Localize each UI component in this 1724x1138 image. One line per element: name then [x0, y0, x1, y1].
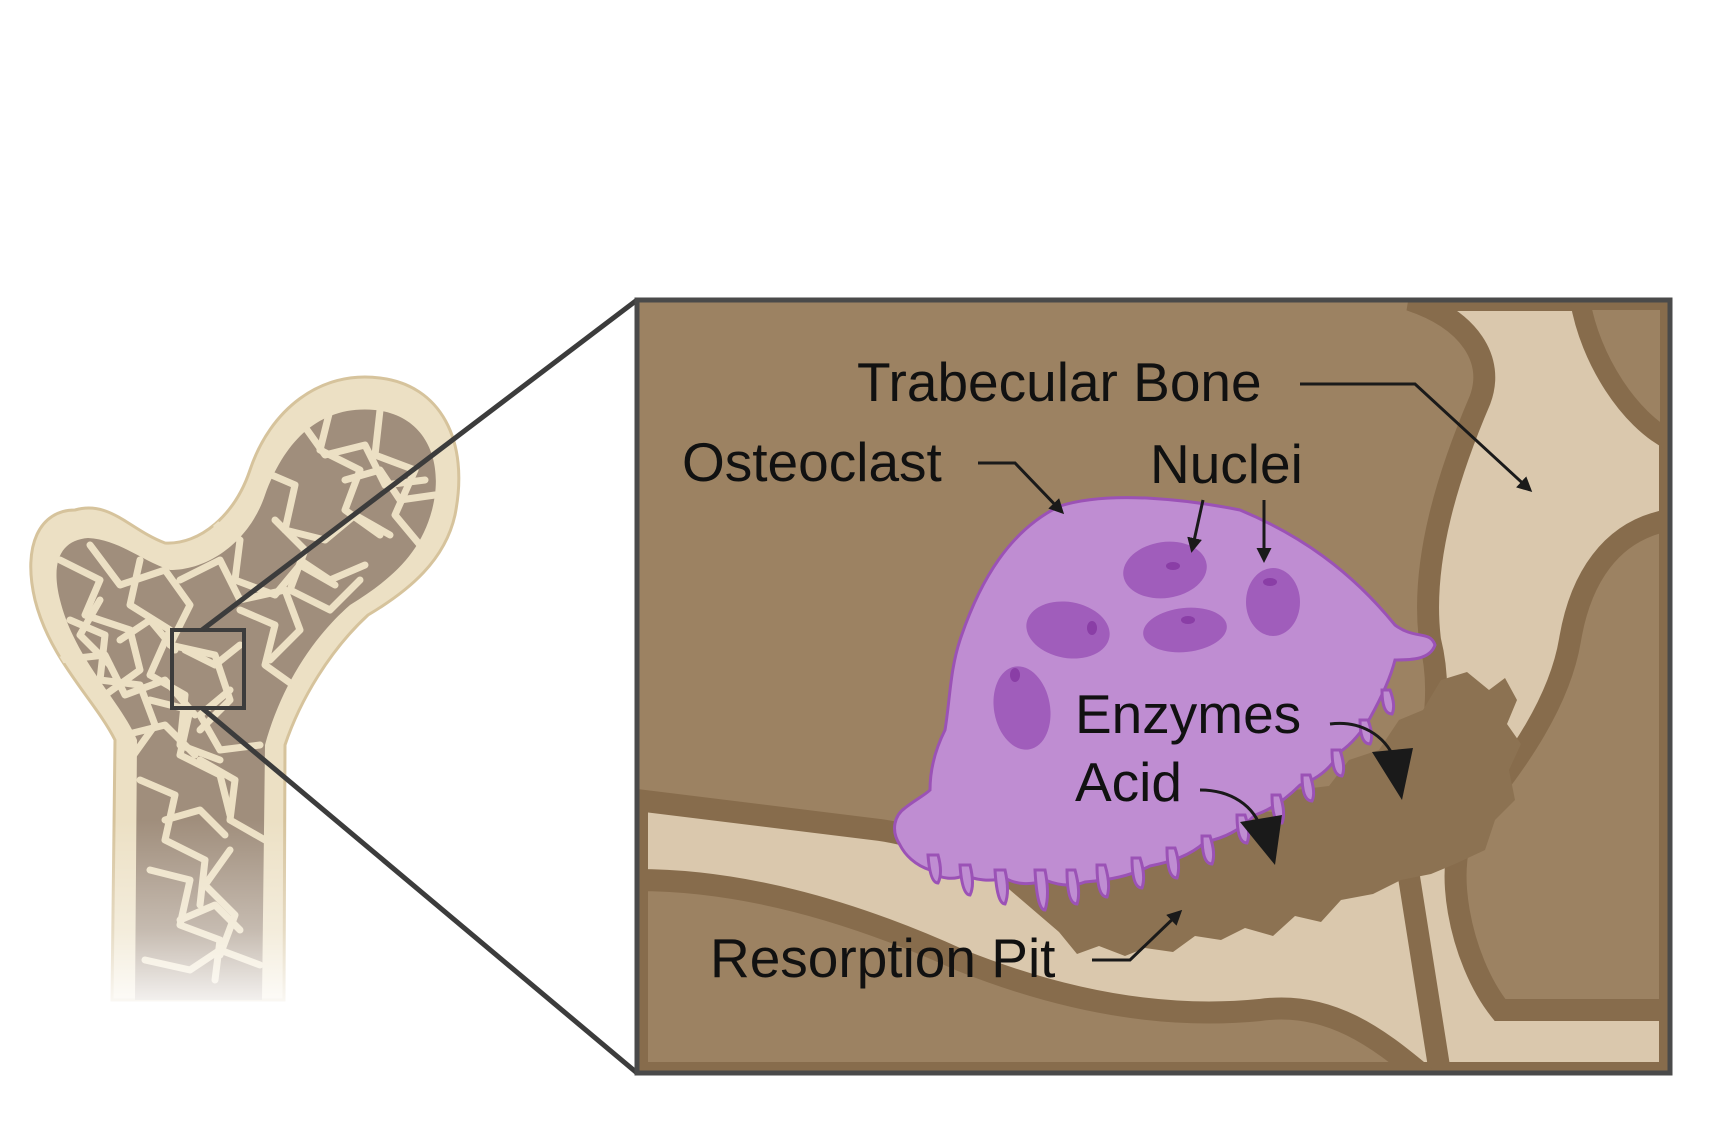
resorption-pit-label: Resorption Pit	[710, 927, 1055, 989]
magnified-panel-frame	[634, 297, 1673, 1076]
nucleus-4	[1143, 607, 1227, 653]
acid-label: Acid	[1075, 751, 1182, 813]
magnified-panel	[637, 300, 1670, 1073]
nucleus-3	[1026, 601, 1110, 659]
zoom-line-top	[200, 298, 639, 632]
ruffled-border	[926, 688, 1396, 912]
nucleus-5	[993, 666, 1051, 750]
osteoclast-label: Osteoclast	[682, 431, 942, 493]
nucleus-1	[1123, 541, 1207, 599]
resorption-pit-leader	[1092, 909, 1183, 962]
osteoclast-leader	[978, 461, 1065, 515]
zoom-line-bottom	[200, 706, 639, 1075]
trabecular-bone-label: Trabecular Bone	[857, 351, 1262, 413]
trabecular-bone-leader	[1300, 382, 1533, 493]
zoom-box	[170, 628, 246, 710]
enzymes-arrowhead	[1372, 748, 1413, 800]
nuclei-group	[993, 541, 1300, 750]
enzymes-label: Enzymes	[1075, 683, 1301, 745]
nucleoli	[1010, 562, 1277, 682]
trabecula-right	[1444, 508, 1670, 1021]
femur-icon	[29, 375, 461, 1020]
leader-lines	[978, 382, 1533, 962]
trabecula-bottom	[637, 868, 1438, 1073]
femur-shaft-fade	[100, 820, 300, 1020]
acid-arrowhead	[1240, 815, 1282, 865]
nuclei-label: Nuclei	[1150, 433, 1303, 495]
nucleus-2	[1246, 568, 1300, 636]
nucleus-leader-1	[1187, 499, 1205, 553]
